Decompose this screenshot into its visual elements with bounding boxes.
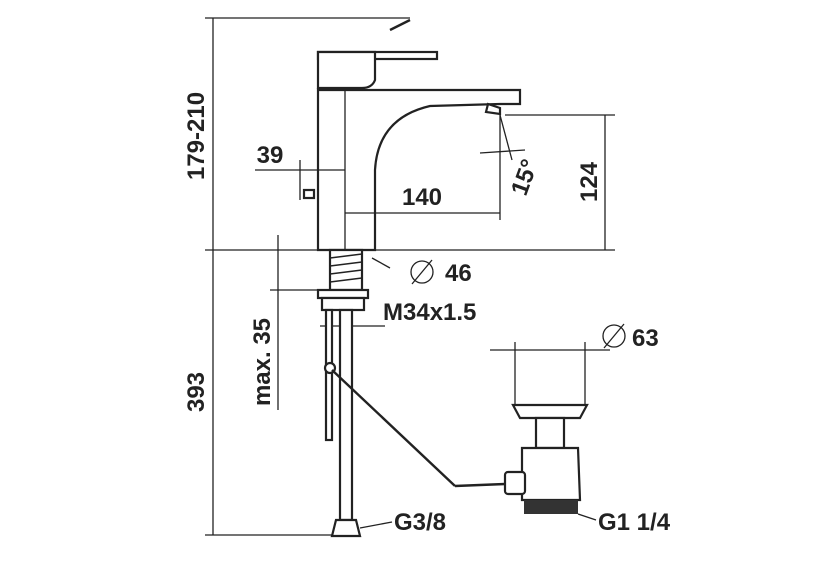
pop-up-knob [302,188,316,200]
faucet-body [316,88,522,252]
nut [320,296,366,312]
thread-label: M34x1.5 [383,299,476,326]
thread-lines [329,253,363,283]
pop-up-rod [324,308,334,442]
lever-tip [389,18,411,32]
drain-neck [534,416,566,450]
linkage-rod [331,369,456,487]
below-height-label: 393 [183,372,210,412]
drain-body [520,446,582,502]
diameter-slash-63 [603,323,625,349]
dim-46-leader [371,257,391,269]
diameter-symbol-63 [602,324,626,348]
g38-leader [359,521,393,529]
dim-35-label: max. 35 [249,318,276,406]
diameter-slash-46 [411,259,433,285]
total-height-label: 179-210 [183,92,210,180]
g114-leader [577,513,597,521]
hose-fitting [330,518,362,538]
dim-39-label: 39 [257,142,284,169]
hose-connection-label: G3/8 [394,509,446,536]
angle-line-2 [499,114,513,161]
drain-lever [454,482,506,488]
angle-line [479,149,526,154]
drain-side-port [503,470,527,496]
washer [316,288,370,300]
dim-140-label: 140 [402,184,442,211]
diameter-symbol-46 [410,260,434,284]
dim-124-label: 124 [576,161,603,202]
drain-cap [511,403,589,420]
supply-hose [338,308,354,522]
aerator [484,102,502,116]
angle-label: 15° [506,156,544,199]
handle-block [316,50,377,90]
dim-63-label: 63 [632,325,659,352]
dim-46-label: 46 [445,260,472,287]
drain-thread [524,500,578,514]
drain-connection-label: G1 1/4 [598,509,671,536]
